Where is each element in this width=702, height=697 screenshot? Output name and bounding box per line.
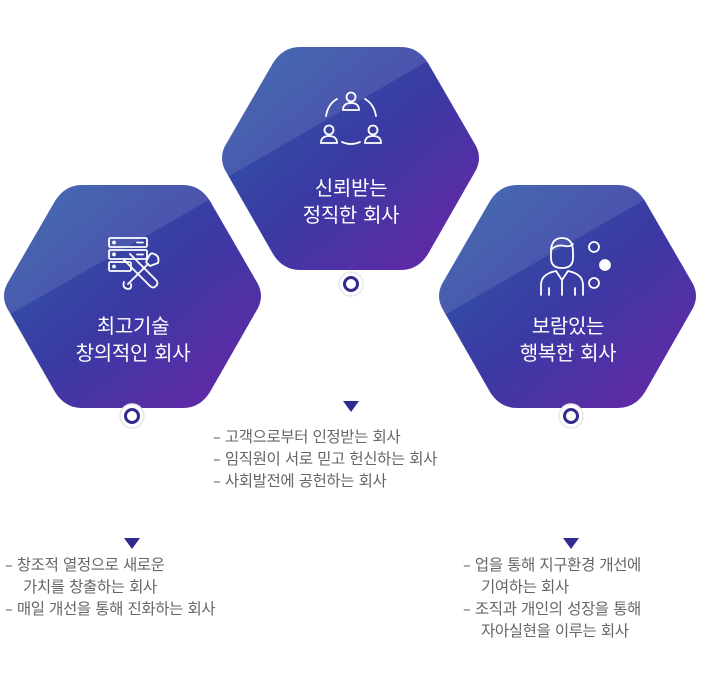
people-network-icon <box>320 91 382 145</box>
hexagon-happy <box>439 185 696 408</box>
title-creative-line-1: 최고기술 <box>96 314 170 338</box>
arrow-down-icon <box>563 538 579 549</box>
detail-line: – 매일 개선을 통해 진화하는 회사 <box>5 600 216 618</box>
detail-line: – 업을 통해 지구환경 개선에 <box>463 556 641 574</box>
detail-line: – 창조적 열정으로 새로운 <box>5 556 165 574</box>
title-creative: 최고기술 창의적인 회사 <box>13 313 253 367</box>
hexagon-creative <box>4 185 261 408</box>
details-happy: – 업을 통해 지구환경 개선에 기여하는 회사 – 조직과 개인의 성장을 통… <box>463 554 641 642</box>
arrow-down-icon <box>124 538 140 549</box>
details-creative: – 창조적 열정으로 새로운 가치를 창출하는 회사 – 매일 개선을 통해 진… <box>5 554 216 620</box>
connector-trusted <box>338 271 364 412</box>
connector-happy <box>558 403 584 549</box>
person-bubbles-icon <box>540 237 611 296</box>
detail-line: – 조직과 개인의 성장을 통해 <box>463 600 641 618</box>
details-trusted: – 고객으로부터 인정받는 회사 – 임직원이 서로 믿고 헌신하는 회사 – … <box>213 426 437 492</box>
title-creative-line-2: 창의적인 회사 <box>75 341 191 365</box>
detail-line: – 고객으로부터 인정받는 회사 <box>213 428 401 446</box>
detail-line: 가치를 창출하는 회사 <box>23 578 157 596</box>
detail-line: – 임직원이 서로 믿고 헌신하는 회사 <box>213 450 438 468</box>
arrow-down-icon <box>343 401 359 412</box>
title-trusted-line-2: 정직한 회사 <box>302 203 400 227</box>
title-happy-line-1: 보람있는 <box>531 314 605 338</box>
title-happy: 보람있는 행복한 회사 <box>448 313 688 367</box>
title-happy-line-2: 행복한 회사 <box>519 341 617 365</box>
detail-line: – 사회발전에 공헌하는 회사 <box>213 472 387 490</box>
title-trusted-line-1: 신뢰받는 <box>314 176 388 200</box>
detail-line: 기여하는 회사 <box>481 578 569 596</box>
hexagon-trusted <box>222 47 479 270</box>
connector-creative <box>119 403 145 549</box>
server-tools-icon <box>108 237 160 290</box>
detail-line: 자아실현을 이루는 회사 <box>481 622 629 640</box>
title-trusted: 신뢰받는 정직한 회사 <box>231 175 471 229</box>
